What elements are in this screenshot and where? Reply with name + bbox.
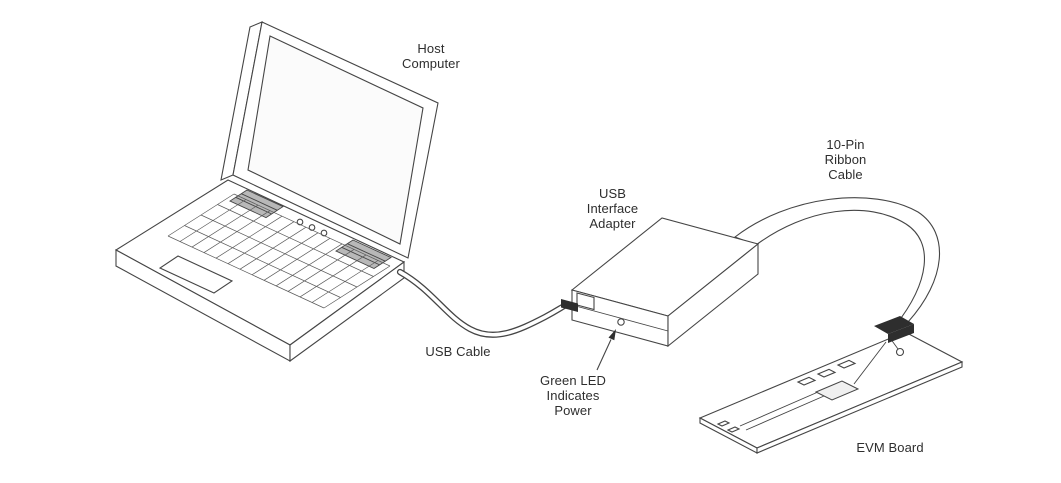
ribbon-cable-label: 10-Pin Ribbon Cable	[824, 137, 867, 182]
usb-adapter-illustration	[561, 217, 760, 348]
board-test-point	[895, 347, 905, 357]
board-component	[816, 368, 837, 378]
usb-port	[576, 292, 595, 311]
led-callout-arrow	[596, 329, 616, 371]
usb-cable-label: USB Cable	[425, 344, 491, 359]
indicator-lights	[296, 218, 328, 237]
laptop-keyboard	[167, 193, 391, 309]
board-component	[836, 359, 857, 369]
board-traces	[739, 337, 899, 431]
evm-board-illustration	[698, 316, 964, 454]
adapter-seam-line	[571, 304, 669, 332]
board-component	[796, 376, 817, 386]
laptop-screen	[247, 35, 424, 245]
laptop-illustration	[114, 21, 439, 363]
usb-plug	[561, 299, 578, 312]
board-ic-chip	[814, 380, 860, 401]
green-led-indicator	[617, 318, 625, 326]
board-pad	[716, 420, 731, 427]
adapter-right-face	[667, 242, 759, 348]
evm-board-edge-front	[756, 361, 963, 454]
board-pad	[726, 426, 741, 433]
usb-cable-illustration	[396, 268, 570, 338]
evm-board-label: EVM Board	[856, 440, 924, 455]
green-led-label: Green LED Indicates Power	[540, 373, 606, 418]
usb-interface-adapter-label: USB Interface Adapter	[586, 186, 639, 231]
ribbon-cable-illustration	[733, 197, 940, 328]
ribbon-connector	[874, 316, 914, 343]
host-computer-label: Host Computer	[402, 41, 460, 71]
laptop-trackpad	[158, 255, 234, 294]
